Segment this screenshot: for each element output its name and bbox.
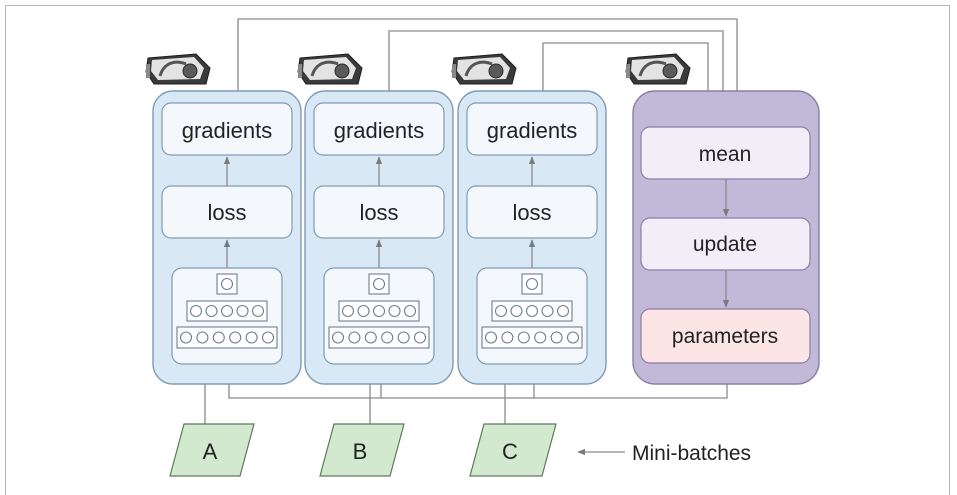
- gradients-box: [313, 102, 445, 156]
- loss-label: loss: [359, 200, 398, 225]
- neural-network-icon: [481, 273, 583, 349]
- neural-network-icon: [176, 273, 278, 349]
- figure-frame: [5, 5, 950, 495]
- parameters-box: [640, 308, 811, 364]
- gradient-flow-line-2: [388, 30, 727, 121]
- gradients-label: gradients: [334, 118, 425, 143]
- worker-panel-2: gradients loss: [304, 90, 454, 385]
- gradients-box: [466, 102, 598, 156]
- neuron: [212, 331, 225, 344]
- worker-panel-3: gradients loss: [457, 90, 607, 385]
- neuron: [251, 304, 265, 318]
- neuron: [205, 304, 218, 318]
- neuron: [236, 304, 249, 318]
- neuron: [348, 331, 361, 344]
- neuron: [550, 331, 563, 344]
- card-fan: [662, 63, 678, 79]
- mini-batch-b: B: [319, 423, 405, 477]
- batch-shape: [469, 423, 557, 477]
- gpu-card-icon: [297, 53, 363, 85]
- card-stripe: [158, 60, 187, 77]
- neuron: [403, 304, 417, 318]
- card-stripe: [638, 60, 667, 77]
- gradient-flow-line-1: [237, 18, 741, 121]
- parameter-server-panel: mean update parameters: [632, 90, 820, 385]
- gradient-flow-line-3: [542, 42, 712, 121]
- card-fan: [182, 63, 198, 79]
- parameters-label: parameters: [672, 325, 778, 348]
- neuron: [372, 304, 386, 318]
- gpu-card-icon: [451, 53, 517, 85]
- neuron: [534, 331, 547, 344]
- batch-label: C: [502, 439, 518, 464]
- neuron: [364, 331, 377, 344]
- neuron: [229, 331, 242, 344]
- neuron: [196, 331, 209, 344]
- batch-label: A: [203, 439, 218, 464]
- mini-batches-label: Mini-batches: [632, 442, 751, 465]
- neuron: [245, 331, 258, 344]
- neuron: [331, 331, 345, 344]
- neuron: [372, 277, 386, 291]
- card-stripe: [310, 60, 339, 77]
- neural-network-icon: [328, 273, 430, 349]
- card-bracket: [626, 64, 630, 78]
- card-bracket: [298, 64, 302, 78]
- neuron: [388, 304, 401, 318]
- neuron: [501, 331, 514, 344]
- neuron: [484, 331, 498, 344]
- batch-shape: [319, 423, 405, 477]
- worker-panel-1: gradients loss: [152, 90, 302, 385]
- mini-batch-c: C: [469, 423, 557, 477]
- card-bracket: [452, 64, 456, 78]
- neuron: [517, 331, 530, 344]
- neuron: [541, 304, 554, 318]
- neuron: [341, 304, 355, 318]
- neuron: [179, 331, 193, 344]
- neuron: [494, 304, 508, 318]
- batch-shape: [169, 423, 255, 477]
- neuron: [261, 331, 275, 344]
- neuron: [189, 304, 203, 318]
- neuron: [510, 304, 523, 318]
- data-parallel-diagram: gradients loss gradients loss gradients …: [145, 18, 820, 477]
- gradients-label: gradients: [487, 118, 578, 143]
- neuron: [220, 277, 234, 291]
- neuron: [397, 331, 410, 344]
- neuron: [525, 277, 539, 291]
- mini-batch-a: A: [169, 423, 255, 477]
- neuron: [220, 304, 234, 318]
- neuron: [556, 304, 570, 318]
- card-bracket: [146, 64, 150, 78]
- mean-label: mean: [699, 143, 752, 166]
- card-fan: [488, 63, 504, 79]
- card-stripe: [464, 60, 493, 77]
- batch-label: B: [353, 439, 368, 464]
- card-fan: [334, 63, 350, 79]
- loss-label: loss: [512, 200, 551, 225]
- neuron: [566, 331, 580, 344]
- loss-label: loss: [207, 200, 246, 225]
- gradients-box: [161, 102, 293, 156]
- neuron: [525, 304, 539, 318]
- update-label: update: [693, 233, 757, 256]
- gpu-card-icon: [625, 53, 691, 85]
- gradients-label: gradients: [182, 118, 273, 143]
- neuron: [381, 331, 394, 344]
- neuron: [357, 304, 370, 318]
- gpu-card-icon: [145, 53, 211, 85]
- neuron: [413, 331, 427, 344]
